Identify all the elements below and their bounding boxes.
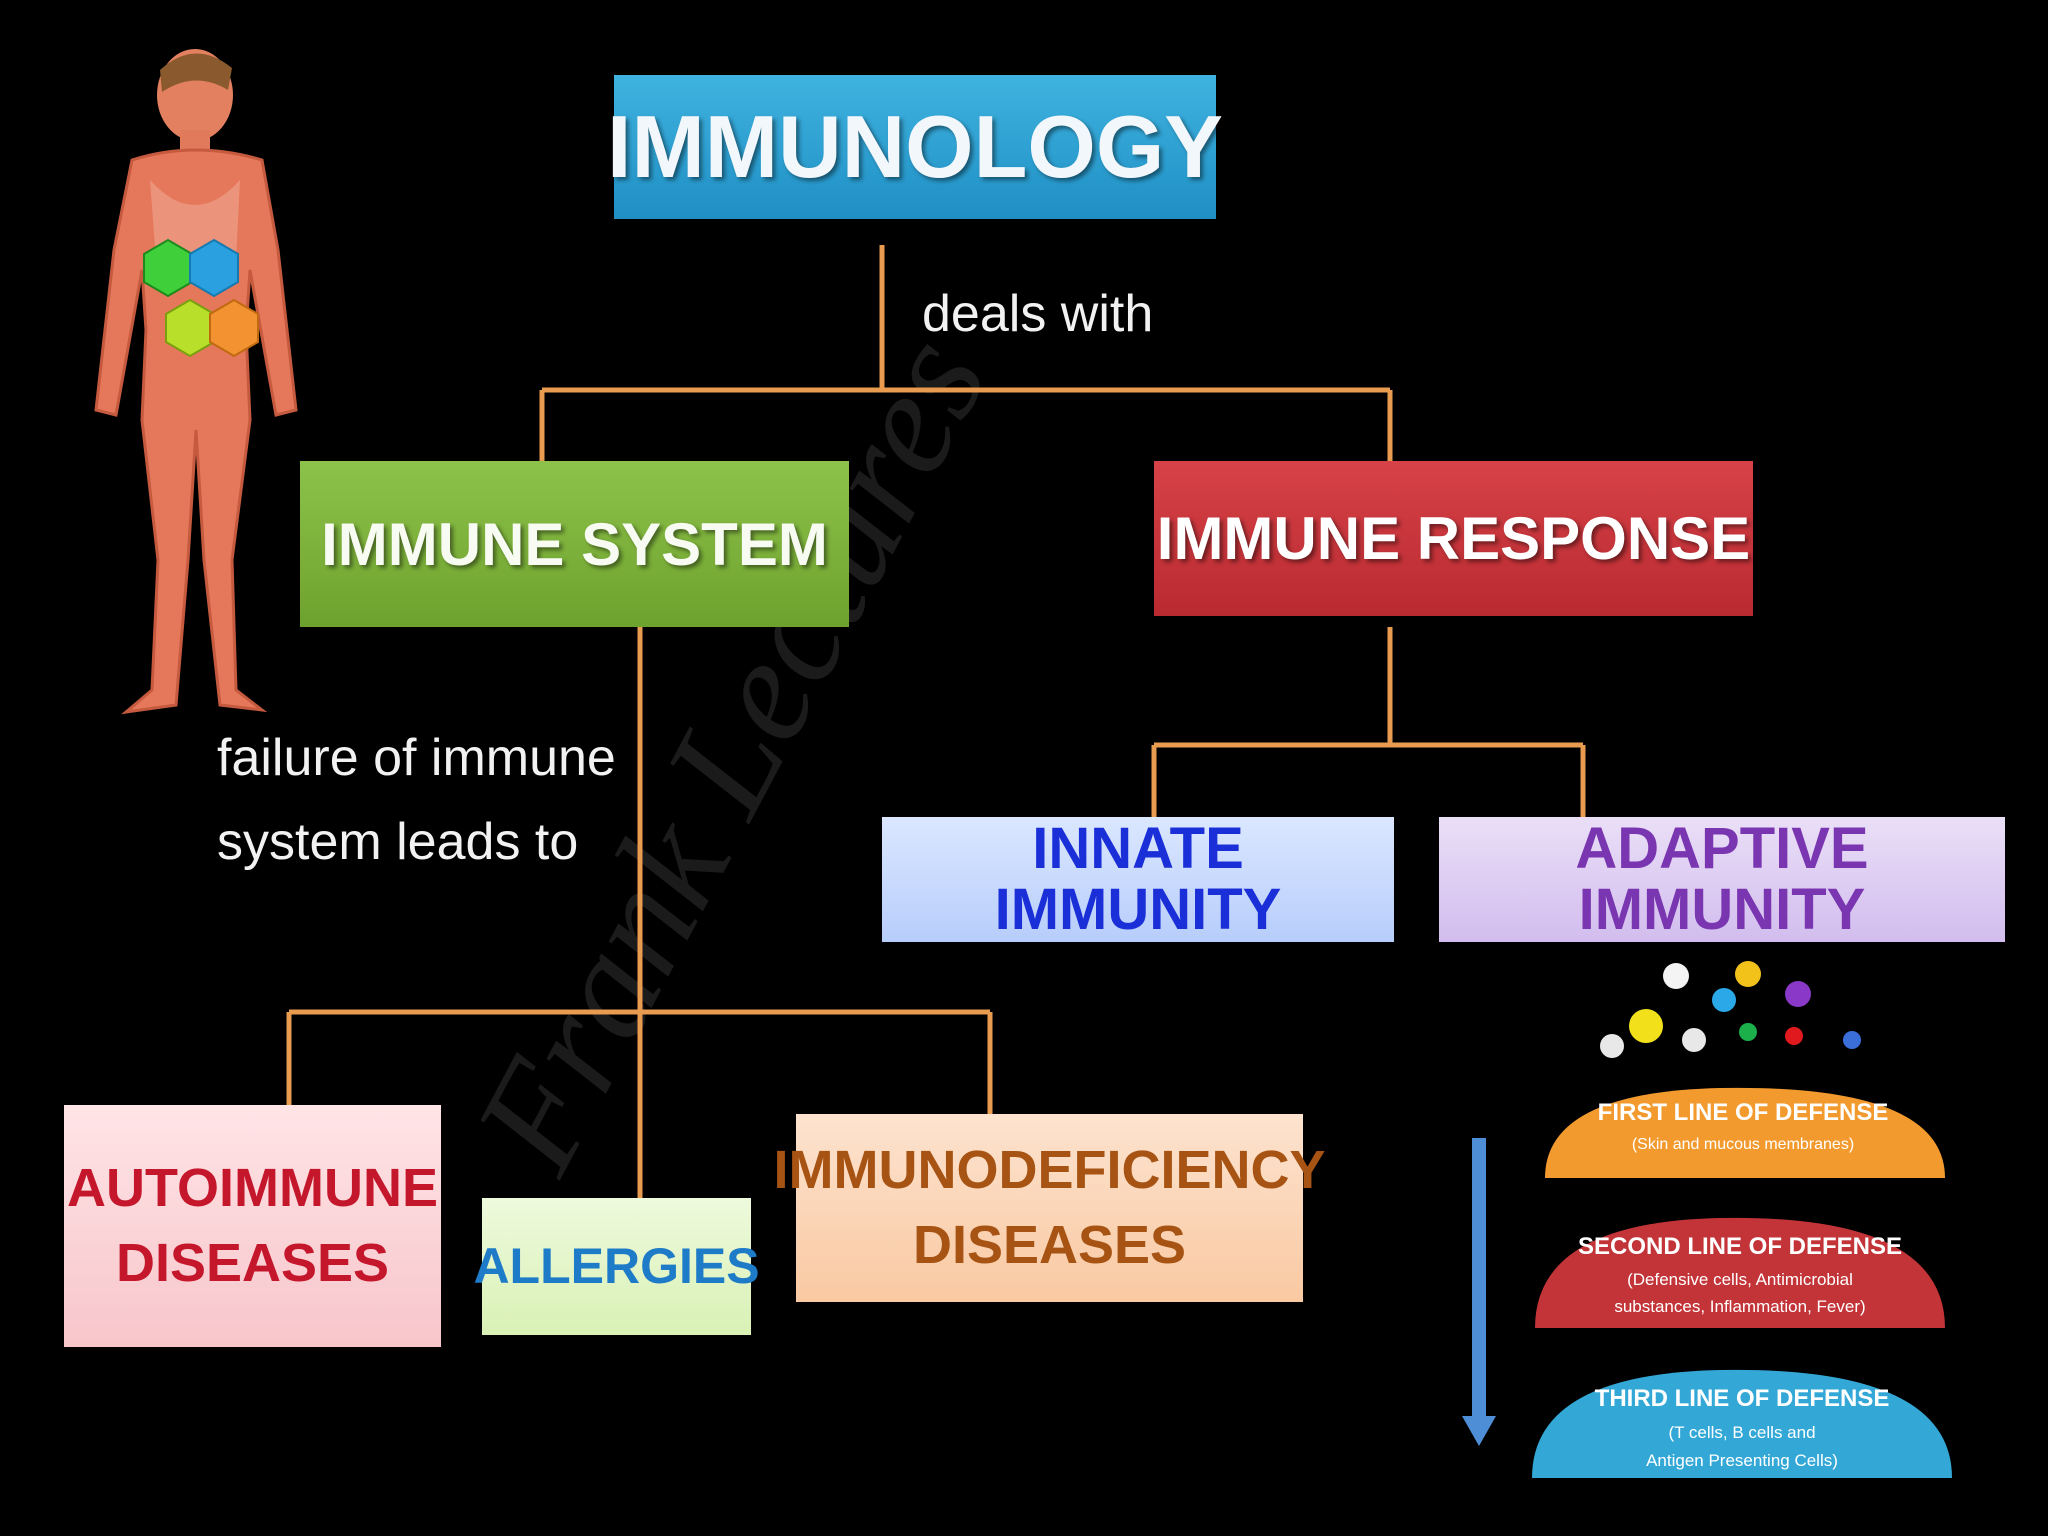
node-immune-response: IMMUNE RESPONSE [1154, 461, 1753, 616]
node-immune-system: IMMUNE SYSTEM [300, 461, 849, 627]
first-line-of-defense: FIRST LINE OF DEFENSE (Skin and mucous m… [1545, 1087, 1945, 1178]
hexagon-blue [189, 238, 239, 298]
human-body-icon [94, 49, 298, 715]
autoimmune-label-line-1: AUTOIMMUNE [67, 1158, 438, 1219]
node-innate-immunity-label: INNATE IMMUNITY [994, 815, 1282, 942]
pathogen-icons [1600, 961, 1861, 1058]
allergies-label: ALLERGIES [473, 1238, 760, 1295]
third-line-of-defense: THIRD LINE OF DEFENSE (T cells, B cells … [1532, 1369, 1952, 1478]
second-defense-title: SECOND LINE OF DEFENSE [1578, 1233, 1902, 1260]
node-autoimmune-diseases: AUTOIMMUNE DISEASES [64, 1105, 441, 1347]
connector-lines [286, 245, 1586, 1198]
edge-label-failure: failure of immune system leads to [217, 716, 616, 884]
first-defense-detail: (Skin and mucous membranes) [1632, 1136, 1854, 1153]
first-defense-title: FIRST LINE OF DEFENSE [1598, 1099, 1889, 1126]
down-arrow-icon [1462, 1138, 1496, 1446]
failure-label-line-1: failure of immune [217, 729, 616, 787]
autoimmune-label-line-2: DISEASES [115, 1233, 390, 1293]
third-defense-detail-2: Antigen Presenting Cells) [1646, 1451, 1838, 1470]
node-innate-immunity: INNATE IMMUNITY [882, 817, 1394, 942]
node-immune-system-label: IMMUNE SYSTEM [321, 510, 828, 578]
node-immunology: IMMUNOLOGY [607, 75, 1223, 219]
node-immunodeficiency-diseases: IMMUNODEFICIENCY DISEASES [774, 1114, 1326, 1302]
node-immune-response-label: IMMUNE RESPONSE [1156, 505, 1751, 572]
hexagon-orange [209, 298, 259, 358]
node-immunology-label: IMMUNOLOGY [607, 96, 1223, 196]
second-line-of-defense: SECOND LINE OF DEFENSE (Defensive cells,… [1535, 1217, 1945, 1328]
edge-label-deals-with: deals with [922, 285, 1154, 343]
third-defense-detail-1: (T cells, B cells and [1668, 1423, 1815, 1442]
immunodeficiency-label-line-2: DISEASES [912, 1215, 1187, 1275]
third-defense-title: THIRD LINE OF DEFENSE [1595, 1385, 1890, 1412]
node-adaptive-immunity: ADAPTIVE IMMUNITY [1439, 817, 2005, 942]
node-allergies: ALLERGIES [473, 1198, 760, 1335]
node-adaptive-immunity-label: ADAPTIVE IMMUNITY [1575, 815, 1869, 942]
second-defense-detail-1: (Defensive cells, Antimicrobial [1627, 1270, 1853, 1289]
failure-label-line-2: system leads to [217, 813, 579, 871]
immunodeficiency-label-line-1: IMMUNODEFICIENCY [773, 1140, 1326, 1201]
second-defense-detail-2: substances, Inflammation, Fever) [1614, 1297, 1865, 1316]
